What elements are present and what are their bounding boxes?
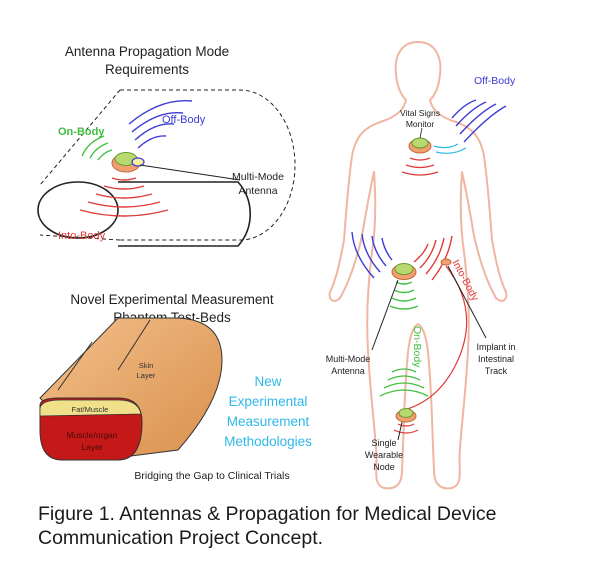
bridging-label: Bridging the Gap to Clinical Trials [134,470,289,482]
on-body-label-body: On-Body [411,326,423,368]
muscle-layer-line2: Layer [81,442,102,452]
on-body-waves-waist [389,281,419,310]
cylinder-outline [39,89,296,241]
node-pointer [397,421,403,441]
cylinder-front-solid [118,181,251,247]
into-body-waves-chest [401,157,439,176]
cylinder-front-face [37,181,119,239]
antenna-pointer-body [371,279,399,351]
phantom-test-bed [39,317,223,461]
body-outline [328,41,508,490]
antenna-label-top-line2: Antenna [238,185,277,197]
mode-title-line2: Requirements [105,62,189,77]
caption-line1: Figure 1. Antennas & Propagation for Med… [38,503,497,525]
figure-caption: Figure 1. Antennas & Propagation for Med… [38,502,578,550]
implant-capsule [440,258,452,266]
off-body-waves-top [128,99,193,149]
vital-signs-line1: Vital Signs [400,108,440,118]
antenna-label-body-line2: Antenna [331,366,365,376]
vital-signs-line2: Monitor [406,119,435,129]
muscle-layer-line1: Muscle/organ [66,430,117,440]
off-body-waves-waist [351,231,393,279]
into-body-label-top: Into-Body [58,230,106,242]
implant-pointer [447,265,487,339]
new-methods-line4: Methodologies [224,434,312,449]
multi-mode-antenna-top [111,152,145,173]
on-body-waves-chest [433,143,467,154]
vital-pointer [419,127,423,139]
antenna-label-body-line1: Multi-Mode [326,354,371,364]
implant-label-line1: Implant in [476,342,515,352]
antenna-label-top-line1: Multi-Mode [232,171,284,183]
node-label-line2: Wearable [365,450,403,460]
human-body-figure: Off-Body Vital Signs Monitor Into-Body O… [326,41,516,490]
off-body-label-top: Off-Body [162,114,206,126]
phantom-title-line1: Novel Experimental Measurement [70,292,274,307]
multi-mode-antenna-body [391,263,417,280]
node-label-line1: Single [371,438,396,448]
mode-title-line1: Antenna Propagation Mode [65,44,229,59]
off-body-label-body: Off-Body [474,75,516,87]
skin-layer-line2: Layer [137,371,156,380]
into-body-waves-top [79,177,169,217]
skin-layer-line1: Skin [139,361,154,370]
into-body-waves-leg [393,423,419,434]
phantom-section: Novel Experimental Measurement Phantom T… [39,292,290,482]
on-body-label-top: On-Body [58,126,105,138]
implant-label-line3: Track [485,366,508,376]
on-body-waves-top [81,135,113,161]
new-methods-line1: New [254,374,281,389]
vital-signs-antenna [408,137,432,154]
implant-label-line2: Intestinal [478,354,514,364]
on-body-waves-leg [379,368,429,397]
new-methods-line2: Experimental [229,394,308,409]
off-body-waves-body [451,99,507,143]
into-body-waves-waist [413,235,453,281]
propagation-mode-section: Antenna Propagation Mode Requirements [37,44,296,247]
antenna-pointer-top [139,164,241,181]
caption-line2: Communication Project Concept. [38,527,324,549]
fat-muscle-label: Fat/Muscle [72,405,109,414]
new-methods-block: New Experimental Measurement Methodologi… [224,374,312,449]
single-wearable-node [395,408,417,423]
new-methods-line3: Measurement [227,414,310,429]
node-label-line3: Node [373,462,395,472]
